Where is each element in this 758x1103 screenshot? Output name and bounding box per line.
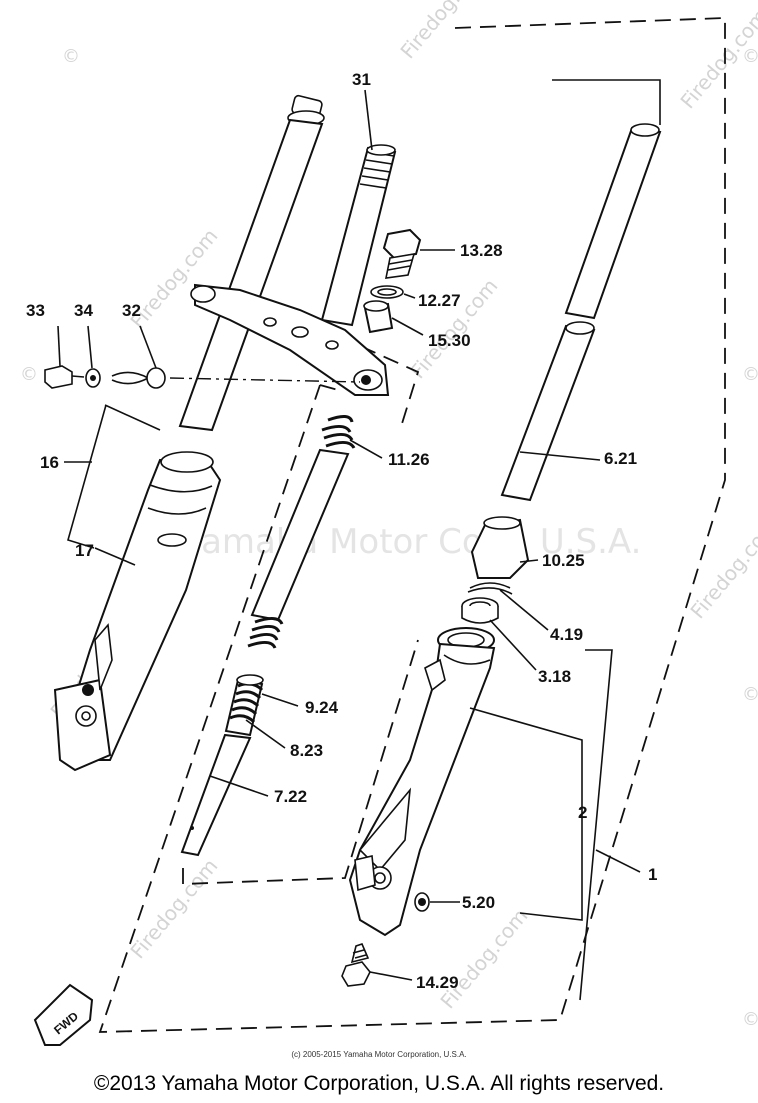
assembled-fork-leg [53,94,325,772]
callout-7-22: 7.22 [274,787,307,806]
callout-10-25: 10.25 [542,551,585,570]
callout-6-21: 6.21 [604,449,637,468]
callout-34: 34 [74,301,93,320]
seal-group [461,516,530,624]
watermark-c-symbol: © [742,684,758,705]
callout-31: 31 [352,70,371,89]
damper-rod-group [180,415,356,857]
pinch-bolt-parts [44,365,166,389]
callout-12-27: 12.27 [418,291,461,310]
watermark-site-bottom: Firedog.com [435,904,532,1013]
callout-4-19: 4.19 [550,625,583,644]
callout-2: 2 [578,803,587,822]
copyright-notice: ©2013 Yamaha Motor Corporation, U.S.A. A… [93,1072,665,1095]
watermark-c-symbol: © [20,364,38,385]
watermark-c-symbol: © [62,46,80,67]
watermark-site-right: Firedog.com [685,514,758,623]
callout-8-23: 8.23 [290,741,323,760]
cap-bolt-group [363,228,422,334]
callout-16: 16 [40,453,59,472]
watermark-c-symbol: © [742,46,758,67]
callout-labels: 31 13.28 12.27 15.30 33 34 32 6.21 11.26… [26,70,657,992]
assembly-outline [98,17,726,1033]
callout-33: 33 [26,301,45,320]
steering-stem-bracket [190,144,397,396]
watermark-site-top: Firedog.com [395,0,492,63]
small-copyright-notice: (c) 2005-2015 Yamaha Motor Corporation, … [291,1050,467,1059]
callout-1: 1 [648,865,657,884]
forward-direction-indicator: FWD [33,983,94,1046]
leader-lines [57,89,641,1001]
bottom-hardware [341,892,430,987]
callout-15-30: 15.30 [428,331,471,350]
watermark-center: Yamaha Motor Corp. U.S.A. [184,522,641,562]
outer-tube [348,627,583,937]
callout-32: 32 [122,301,141,320]
watermark-c-symbol: © [742,1009,758,1030]
callout-9-24: 9.24 [305,698,339,717]
callout-13-28: 13.28 [460,241,503,260]
callout-11-26: 11.26 [388,450,430,469]
callout-14-29: 14.29 [416,973,459,992]
callout-5-20: 5.20 [462,893,495,912]
pinch-bolt-axis [169,377,361,383]
damper-group-outline [182,384,419,885]
callout-3-18: 3.18 [538,667,571,686]
watermark-site-lower-left: Firedog.com [125,854,222,963]
callout-17: 17 [75,541,94,560]
watermark-c-symbol: © [742,364,758,385]
inner-tube [500,79,662,502]
